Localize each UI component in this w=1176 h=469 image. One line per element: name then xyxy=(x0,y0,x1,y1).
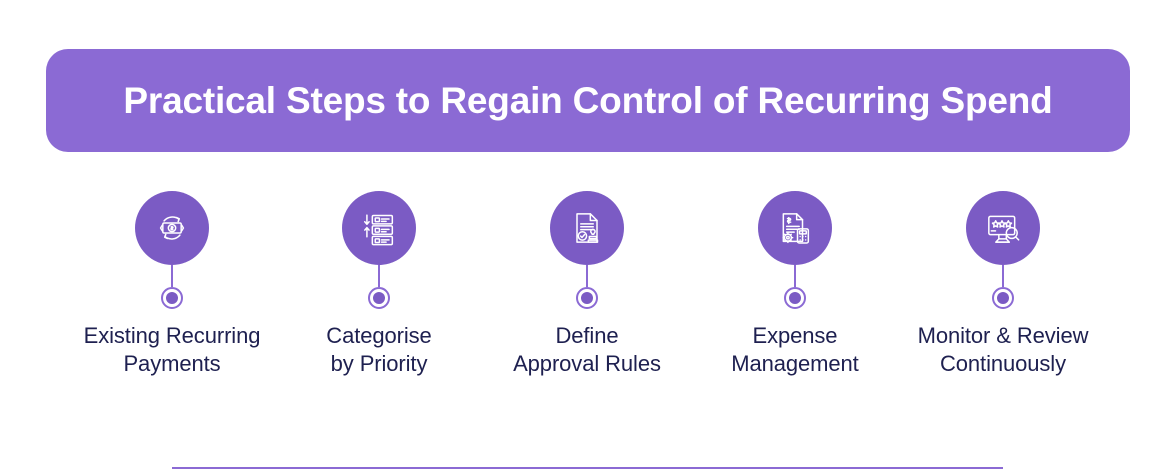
step-label-line2: by Priority xyxy=(330,351,428,377)
step-label-line1: Monitor & Review xyxy=(917,323,1089,348)
step-label-line1: Categorise xyxy=(326,323,432,348)
step-label-line2: Management xyxy=(731,351,859,377)
timeline-node-4[interactable] xyxy=(784,287,806,309)
step-stem xyxy=(586,265,588,287)
timeline-node-dot xyxy=(997,292,1009,304)
step-label-5: Monitor & Review Continuously xyxy=(899,322,1107,378)
step-label-line2: Payments xyxy=(123,351,221,377)
timeline-step-5[interactable]: Monitor & Review Continuously xyxy=(899,170,1107,430)
step-label-line1: Define xyxy=(555,323,619,348)
timeline-node-dot xyxy=(166,292,178,304)
step-label-line1: Expense xyxy=(752,323,838,348)
step-label-line2: Continuously xyxy=(940,351,1066,377)
step-label-line2: Approval Rules xyxy=(513,351,661,377)
timeline-node-2[interactable] xyxy=(368,287,390,309)
step-label-1: Existing Recurring Payments xyxy=(68,322,276,378)
recurring-spend-infographic: Practical Steps to Regain Control of Rec… xyxy=(0,49,1176,469)
step-stem xyxy=(171,265,173,287)
timeline-node-dot xyxy=(581,292,593,304)
step-label-4: Expense Management xyxy=(691,322,899,378)
approval-stamp-document-icon xyxy=(550,191,624,265)
page-title: Practical Steps to Regain Control of Rec… xyxy=(123,80,1053,121)
timeline-step-2[interactable]: Categorise by Priority xyxy=(275,170,483,430)
timeline-node-5[interactable] xyxy=(992,287,1014,309)
step-stem xyxy=(1002,265,1004,287)
timeline-step-4[interactable]: Expense Management xyxy=(691,170,899,430)
step-label-2: Categorise by Priority xyxy=(275,322,483,378)
step-label-line1: Existing Recurring xyxy=(83,323,261,348)
timeline: Existing Recurring Payments xyxy=(0,170,1176,469)
recurring-payment-icon xyxy=(135,191,209,265)
timeline-node-3[interactable] xyxy=(576,287,598,309)
timeline-step-1[interactable]: Existing Recurring Payments xyxy=(68,170,276,430)
step-stem xyxy=(794,265,796,287)
priority-sort-list-icon xyxy=(342,191,416,265)
invoice-calculator-gear-icon xyxy=(758,191,832,265)
timeline-node-dot xyxy=(373,292,385,304)
step-stem xyxy=(378,265,380,287)
timeline-node-dot xyxy=(789,292,801,304)
step-label-3: Define Approval Rules xyxy=(483,322,691,378)
monitor-rating-search-icon xyxy=(966,191,1040,265)
title-banner: Practical Steps to Regain Control of Rec… xyxy=(46,49,1130,152)
timeline-step-3[interactable]: Define Approval Rules xyxy=(483,170,691,430)
timeline-node-1[interactable] xyxy=(161,287,183,309)
